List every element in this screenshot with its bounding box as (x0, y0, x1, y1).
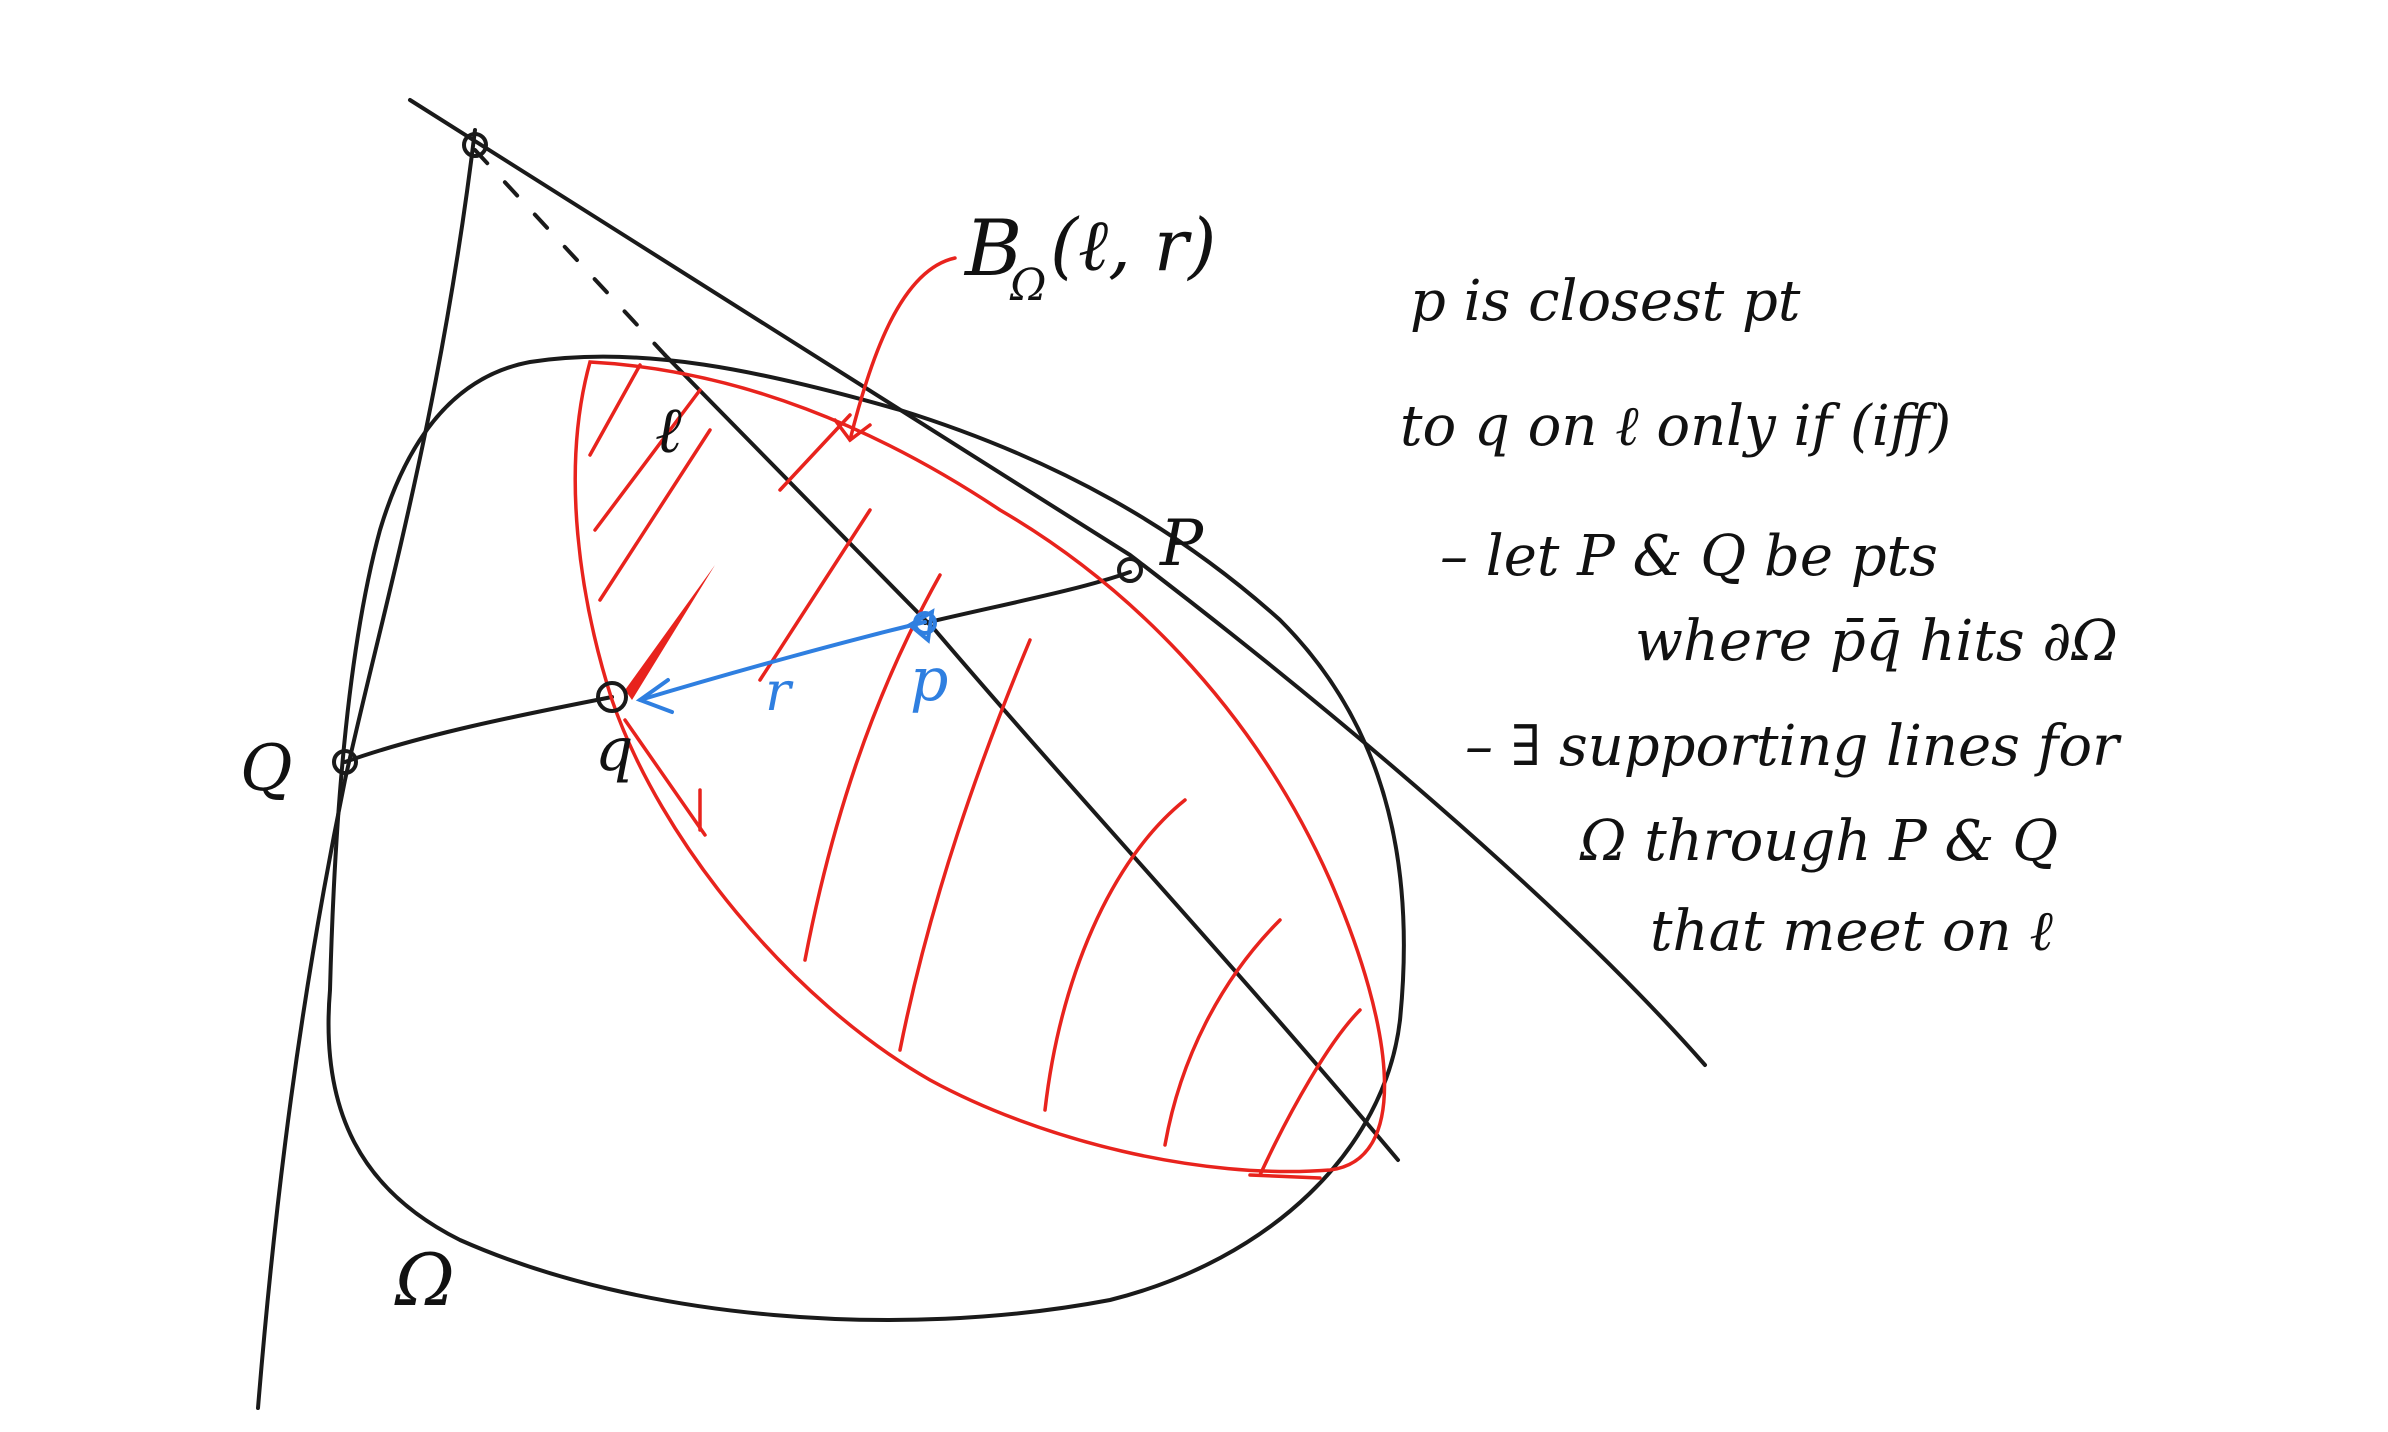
label-omega: Ω (394, 1238, 455, 1322)
point-p (913, 611, 937, 635)
omega-boundary (326, 354, 1406, 1322)
point-q (596, 681, 628, 713)
ball-label: B Ω (ℓ, r) (963, 203, 1216, 311)
note-line-4: where p̄q̄ hits ∂Ω (1635, 609, 2118, 674)
point-Q (332, 749, 358, 775)
line-ell (663, 353, 1400, 1162)
point-P (1117, 557, 1143, 583)
q-tangent-down (623, 718, 707, 837)
label-Q: Q (240, 732, 292, 806)
note-line-1: p is closest pt (1410, 269, 1801, 334)
distance-r-arrow (638, 620, 927, 702)
vertex-point (462, 132, 488, 158)
supporting-line-left (256, 128, 477, 1410)
dashed-extension (473, 148, 667, 357)
segment-Q-q (343, 695, 614, 764)
ball-label-sub: Ω (1009, 260, 1046, 311)
note-line-7: that meet on ℓ (1650, 899, 2054, 964)
ball-pointer-arrow (848, 256, 957, 442)
label-p: p (910, 645, 948, 715)
supporting-line-right (408, 98, 1707, 1067)
distance-r-arrowhead (635, 678, 674, 714)
label-ell: ℓ (655, 394, 682, 468)
ball-label-args: (ℓ, r) (1050, 203, 1216, 287)
ball-boundary (573, 360, 1387, 1174)
note-line-6: Ω through P & Q (1579, 809, 2058, 874)
label-r: r (765, 660, 794, 723)
segment-p-P (923, 570, 1132, 625)
p-blue-mark (906, 608, 935, 644)
note-line-5: – ∃ supporting lines for (1465, 714, 2122, 779)
ball-hatching (588, 363, 1362, 1180)
q-tangent-mark (625, 565, 715, 700)
label-P: P (1159, 507, 1204, 581)
ball-label-main: B (963, 204, 1022, 294)
notes-block: p is closest pt to q on ℓ only if (iff) … (1400, 269, 2122, 964)
note-line-2: to q on ℓ only if (iff) (1400, 394, 1951, 459)
note-line-3: – let P & Q be pts (1440, 524, 1938, 589)
ball-pointer-arrowhead (833, 418, 872, 443)
label-q: q (595, 715, 633, 785)
